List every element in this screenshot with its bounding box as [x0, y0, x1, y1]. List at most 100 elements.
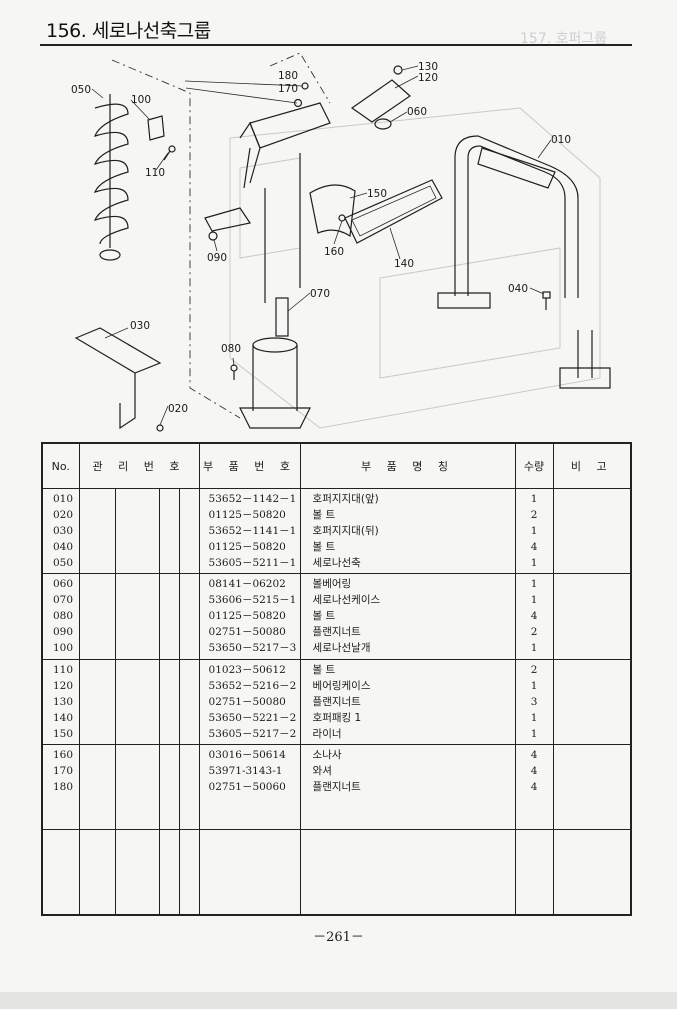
callout-150: 150 — [367, 188, 387, 200]
header-mgmt-no: 관 리 번 호 — [78, 443, 200, 489]
page-number: －261－ — [313, 930, 364, 945]
table-cell-text: 01023－50612 — [208, 663, 286, 676]
cell-mgmt-1 — [78, 829, 116, 915]
table-cell-text: 세로나선축 — [312, 557, 361, 569]
bolt-080 — [230, 364, 238, 380]
table-cell-text: 4 — [530, 541, 538, 553]
table-cell-text: 53605－5217－2 — [208, 727, 297, 740]
table-cell-text: 호퍼지지대(뒤) — [312, 525, 379, 537]
table-cell-text: 라이너 — [312, 727, 342, 740]
table-cell-text: 090 — [53, 626, 74, 639]
cell-remark — [552, 829, 632, 915]
cell-part-no — [198, 829, 301, 915]
table-cell-text: 플랜지너트 — [312, 695, 361, 708]
center-line-left — [111, 59, 241, 419]
table-cell-text: 060 — [53, 578, 74, 591]
bearing-case-120 — [350, 79, 411, 123]
table-row-group — [41, 829, 632, 915]
header-no: No. — [41, 443, 80, 489]
callout-120: 120 — [418, 72, 438, 84]
callout-110: 110 — [145, 167, 165, 179]
table-cell-text: 1 — [530, 525, 538, 537]
cell-mgmt-2 — [114, 488, 160, 575]
table-cell-text: 볼 트 — [312, 509, 336, 521]
table-cell-text: 1 — [530, 642, 538, 655]
table-cell-text: 170 — [53, 764, 74, 777]
table-cell-text: 070 — [53, 594, 74, 607]
blade-plate-100 — [147, 115, 165, 141]
callout-030: 030 — [130, 320, 150, 332]
table-cell-text: 1 — [530, 679, 538, 692]
table-cell-text: 플랜지너트 — [312, 780, 361, 793]
table-cell-text: 020 — [53, 509, 74, 521]
front-support-010 — [437, 135, 611, 389]
table-cell-text: 53605－5211－1 — [208, 557, 297, 569]
table-cell-text: 080 — [53, 610, 74, 623]
callout-020: 020 — [168, 403, 188, 415]
cell-mgmt-4 — [178, 488, 200, 575]
bleed-through-machine — [229, 107, 601, 429]
lower-tube — [239, 337, 311, 429]
bleed-through-title: 157. 호퍼그룹 — [520, 31, 608, 47]
callout-010: 010 — [551, 134, 571, 146]
table-cell-text: 160 — [53, 748, 74, 761]
auger-shaft-050 — [93, 94, 129, 261]
callout-170: 170 — [278, 83, 298, 95]
table-cell-text: 130 — [53, 695, 74, 708]
auger-case-070 — [204, 102, 331, 337]
header-qty: 수량 — [514, 443, 554, 489]
callout-060: 060 — [407, 106, 427, 118]
callout-180: 180 — [278, 70, 298, 82]
table-cell-text: 100 — [53, 642, 74, 655]
table-cell-text: 호퍼지지대(앞) — [312, 493, 379, 505]
header-part-name: 부 품 명 칭 — [299, 443, 516, 489]
cell-mgmt-2 — [114, 573, 160, 660]
table-cell-text: 1 — [530, 594, 538, 607]
table-cell-text: 3 — [530, 695, 538, 708]
cell-mgmt-3 — [158, 829, 180, 915]
table-cell-text: 2 — [530, 626, 538, 639]
callout-140: 140 — [394, 258, 414, 270]
table-cell-text: 53971-3143-1 — [208, 764, 283, 777]
cell-part-name — [299, 829, 516, 915]
scan-edge-band — [0, 992, 677, 1009]
cell-no: 060 070 080 090 100 — [41, 573, 80, 660]
table-cell-text: 세로나선케이스 — [312, 594, 381, 607]
table-cell-text: 53650－5221－2 — [208, 711, 297, 724]
table-cell-text: 02751－50080 — [208, 626, 286, 639]
table-cell-text: 02751－50060 — [208, 780, 286, 793]
callout-130: 130 — [418, 61, 438, 73]
table-cell-text: 4 — [530, 764, 538, 777]
table-cell-text: 01125－50820 — [208, 610, 286, 623]
flange-nut-130 — [393, 65, 403, 75]
table-cell-text: 120 — [53, 679, 74, 692]
callout-080: 080 — [221, 343, 241, 355]
cell-mgmt-1 — [78, 659, 116, 745]
table-cell-text: 53652－5216－2 — [208, 679, 297, 692]
table-cell-text: 호퍼패킹 1 — [312, 711, 362, 724]
table-cell-text: 1 — [530, 711, 538, 724]
table-cell-text: 볼 트 — [312, 541, 336, 553]
cell-mgmt-3 — [158, 573, 180, 660]
table-cell-text: 1 — [530, 493, 538, 505]
table-cell-text: 세로나선날개 — [312, 642, 371, 655]
table-cell-text: 01125－50820 — [208, 509, 286, 521]
table-cell-text: 08141－06202 — [208, 578, 286, 591]
table-cell-text: 4 — [530, 610, 538, 623]
table-cell-text: 110 — [53, 663, 74, 676]
cell-mgmt-2 — [114, 829, 160, 915]
callout-100: 100 — [131, 94, 151, 106]
cell-qty — [514, 829, 554, 915]
table-cell-text: 140 — [53, 711, 74, 724]
hopper-packing-140 — [344, 179, 443, 244]
